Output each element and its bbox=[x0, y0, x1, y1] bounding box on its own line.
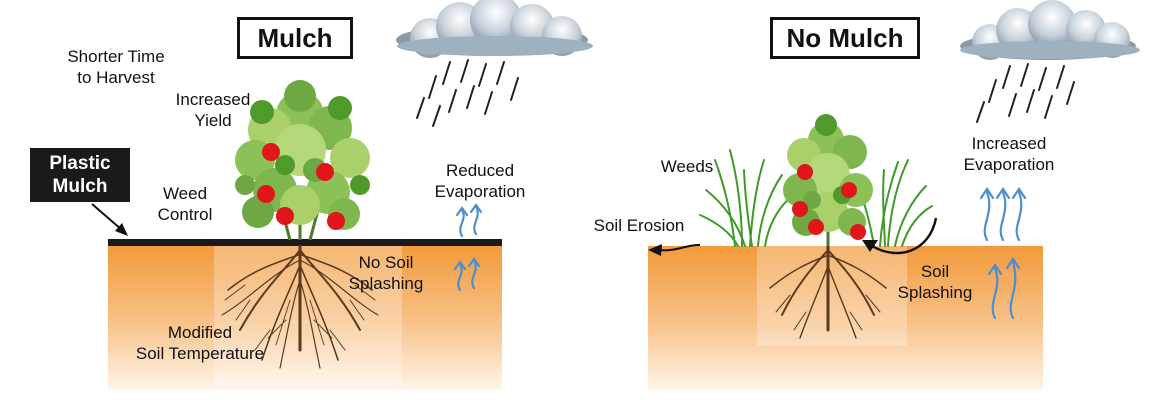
modified-soil-temperature-label: Modified Soil Temperature bbox=[120, 322, 280, 364]
mulch-soil bbox=[108, 245, 502, 390]
increased-evaporation-line-1: Increased bbox=[971, 134, 1047, 153]
reduced-evaporation-arrows bbox=[453, 203, 483, 292]
reduced-evaporation-label: Reduced Evaporation bbox=[422, 160, 538, 202]
plastic-mulch-pointer bbox=[91, 203, 128, 236]
plastic-mulch-line-1: Plastic bbox=[49, 153, 111, 174]
tomato bbox=[797, 164, 813, 180]
tomato bbox=[262, 143, 280, 161]
shorter-time-line-1: Shorter Time bbox=[67, 47, 165, 66]
mulch-rain-cloud bbox=[396, 0, 593, 58]
mulch-panel bbox=[91, 0, 593, 390]
tomato bbox=[276, 207, 294, 225]
shorter-time-line-2: to Harvest bbox=[77, 68, 155, 87]
reduced-evaporation-line-2: Evaporation bbox=[434, 182, 526, 201]
tomato bbox=[327, 212, 345, 230]
plastic-mulch-sheet bbox=[108, 239, 502, 246]
weed-control-line-1: Weed bbox=[162, 184, 208, 203]
no-soil-splashing-label: No Soil Splashing bbox=[338, 252, 434, 294]
shorter-time-to-harvest-label: Shorter Time to Harvest bbox=[54, 46, 178, 88]
no-mulch-rain-cloud bbox=[960, 0, 1140, 60]
increased-yield-label: Increased Yield bbox=[160, 89, 266, 131]
mulch-tomatoes bbox=[257, 143, 345, 230]
modified-soil-temperature-line-1: Modified bbox=[167, 323, 233, 342]
tomato bbox=[257, 185, 275, 203]
weeds-label: Weeds bbox=[660, 157, 714, 176]
no-mulch-title: No Mulch bbox=[770, 17, 920, 59]
tomato bbox=[850, 224, 866, 240]
no-mulch-tomatoes bbox=[792, 164, 866, 240]
mulch-plant-roots bbox=[221, 244, 379, 369]
weeds-grass bbox=[699, 149, 933, 247]
plastic-mulch-tag: Plastic Mulch bbox=[30, 148, 130, 202]
soil-erosion-arrow bbox=[648, 243, 701, 256]
soil-splashing-line-1: Soil bbox=[920, 262, 950, 281]
plastic-mulch-line-2: Mulch bbox=[52, 176, 108, 197]
no-soil-splashing-line-2: Splashing bbox=[348, 274, 424, 293]
increased-evaporation-arrows bbox=[979, 187, 1027, 320]
tomato bbox=[316, 163, 334, 181]
tomato bbox=[841, 182, 857, 198]
mulch-title: Mulch bbox=[237, 17, 353, 59]
tomato bbox=[792, 201, 808, 217]
no-mulch-plant-roots bbox=[769, 244, 887, 339]
weed-control-label: Weed Control bbox=[140, 183, 230, 225]
soil-erosion-label: Soil Erosion bbox=[593, 216, 685, 235]
modified-soil-temperature-line-2: Soil Temperature bbox=[135, 344, 265, 363]
soil-splashing-label: Soil Splashing bbox=[880, 261, 990, 303]
increased-evaporation-line-2: Evaporation bbox=[963, 155, 1055, 174]
soil-splashing-arrow bbox=[862, 217, 938, 255]
mulch-root-zone bbox=[214, 245, 402, 385]
soil-splashing-line-2: Splashing bbox=[897, 283, 973, 302]
increased-evaporation-label: Increased Evaporation bbox=[950, 133, 1068, 175]
mulch-rain bbox=[416, 59, 519, 127]
mulch-plant-foliage bbox=[235, 80, 370, 241]
no-mulch-rain bbox=[976, 63, 1075, 123]
increased-yield-line-2: Yield bbox=[194, 111, 232, 130]
weed-control-line-2: Control bbox=[157, 205, 213, 224]
no-soil-splashing-line-1: No Soil bbox=[358, 253, 414, 272]
reduced-evaporation-line-1: Reduced bbox=[445, 161, 515, 180]
no-mulch-root-zone bbox=[757, 246, 907, 346]
increased-yield-line-1: Increased bbox=[175, 90, 251, 109]
tomato bbox=[808, 219, 824, 235]
no-mulch-panel bbox=[648, 0, 1140, 390]
